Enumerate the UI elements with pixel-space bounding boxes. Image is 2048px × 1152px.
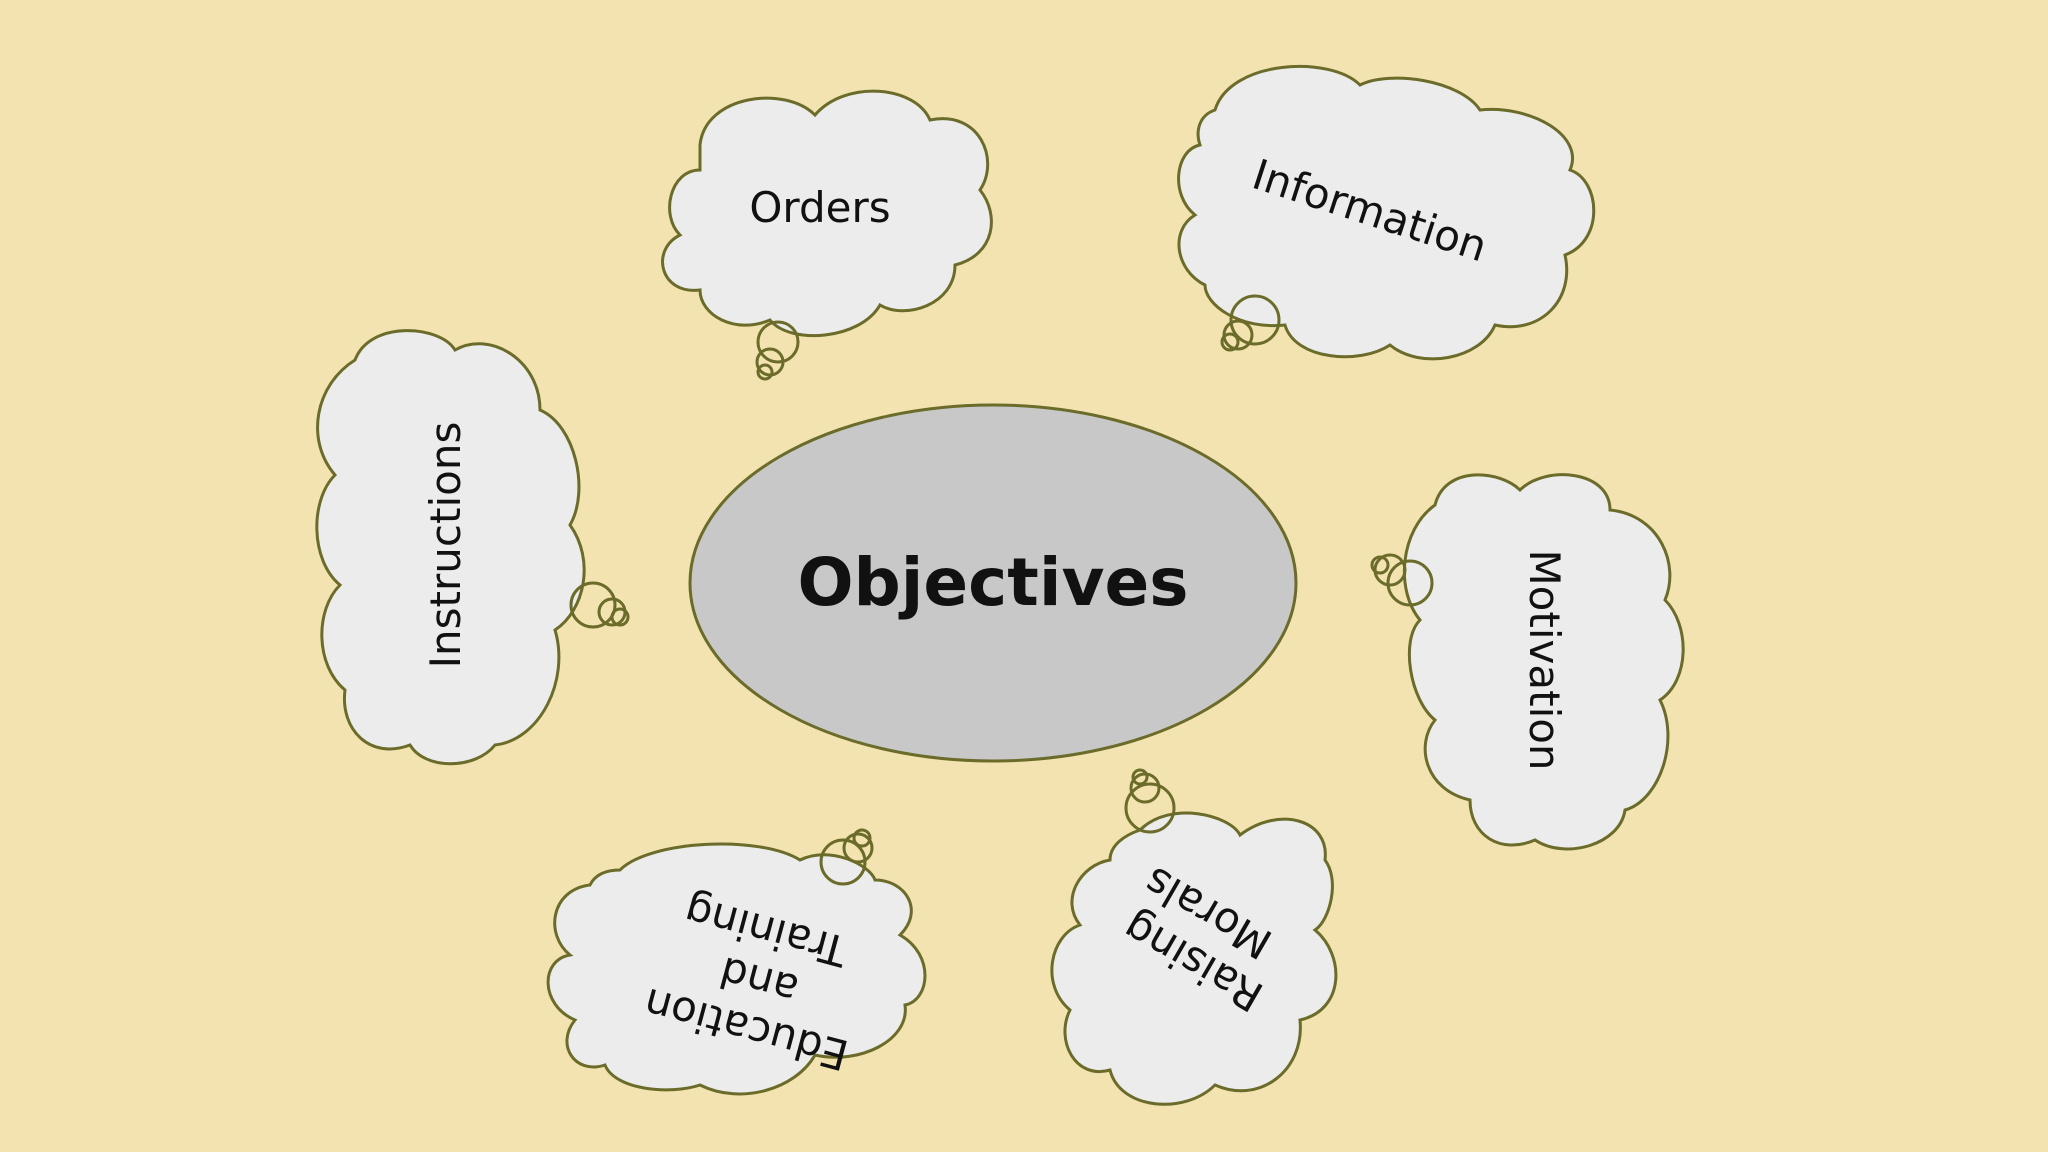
cloud-instructions: Instructions bbox=[315, 329, 630, 766]
cloud-information: Information bbox=[1177, 65, 1596, 361]
cloud-orders-label: Orders bbox=[749, 183, 890, 232]
center-label: Objectives bbox=[797, 544, 1188, 621]
cloud-motivation-label: Motivation bbox=[1520, 549, 1569, 770]
center-node-objectives: Objectives bbox=[688, 403, 1298, 763]
cloud-raising-morals: Raising Morals bbox=[1050, 768, 1338, 1106]
cloud-orders: Orders bbox=[661, 89, 993, 381]
cloud-education-and-training: Education and Training bbox=[546, 828, 927, 1096]
cloud-instructions-label: Instructions bbox=[421, 422, 470, 669]
cloud-motivation: Motivation bbox=[1370, 473, 1685, 851]
